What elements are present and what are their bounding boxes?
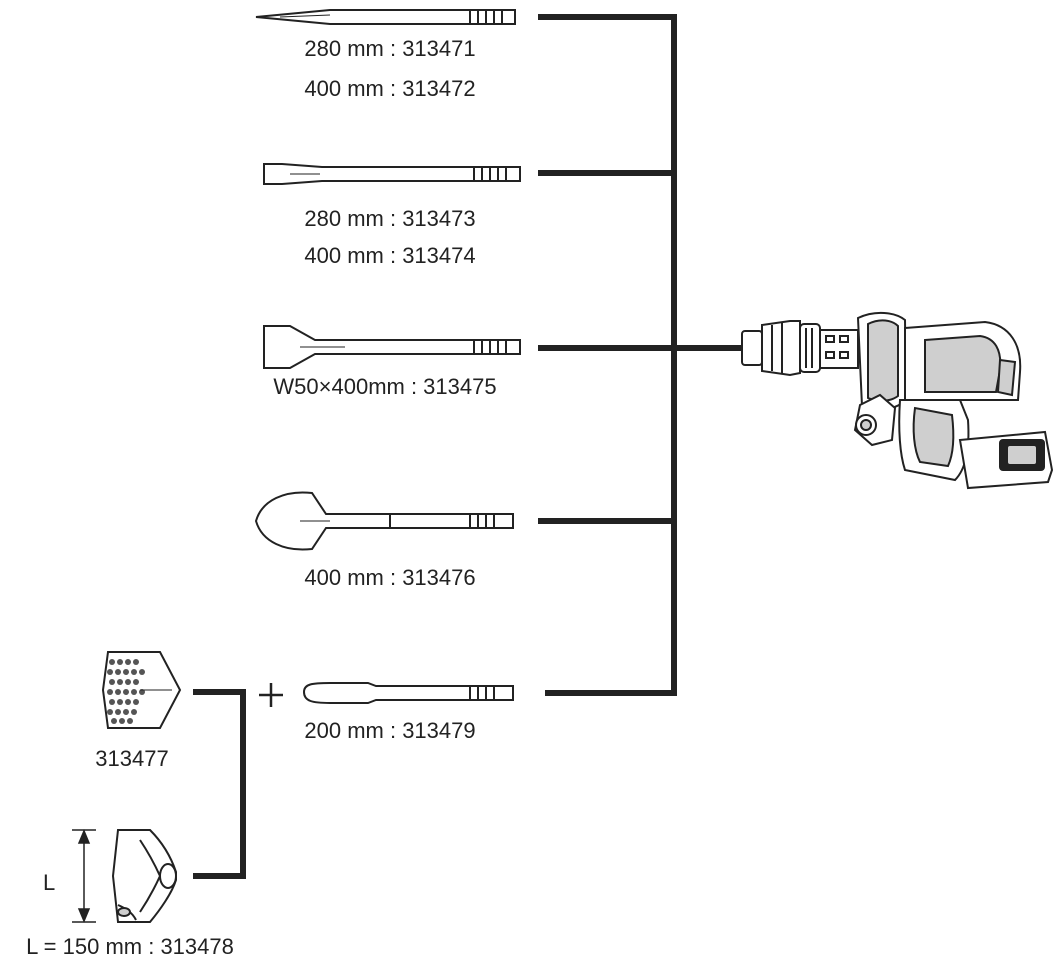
connector-lines [193, 14, 742, 879]
code-label: 400 mm : 313472 [304, 76, 476, 101]
dimension-label: L [43, 870, 56, 895]
code-label: 280 mm : 313473 [304, 206, 476, 231]
flat-chisel-icon [263, 163, 521, 185]
code-label: 280 mm : 313471 [304, 36, 476, 61]
code-label: 200 mm : 313479 [304, 718, 476, 743]
pointed-chisel-icon [255, 9, 516, 25]
demolition-hammer-icon [741, 312, 1054, 490]
bush-hammer-head-icon [101, 651, 182, 729]
adapter-shank-icon [302, 682, 514, 704]
code-label: W50×400mm : 313475 [273, 374, 497, 399]
main-bracket-line [538, 14, 677, 696]
spade-chisel-icon [254, 491, 514, 551]
plus-icon [259, 683, 283, 707]
tamper-plate-icon [111, 829, 177, 923]
code-label: 400 mm : 313474 [304, 243, 476, 268]
code-label: 400 mm : 313476 [304, 565, 476, 590]
wide-chisel-icon [263, 325, 521, 369]
sub-bracket-line [193, 689, 246, 879]
code-label: 313477 [95, 746, 169, 771]
dimension-arrow [72, 829, 96, 923]
code-label: L = 150 mm : 313478 [26, 934, 234, 959]
